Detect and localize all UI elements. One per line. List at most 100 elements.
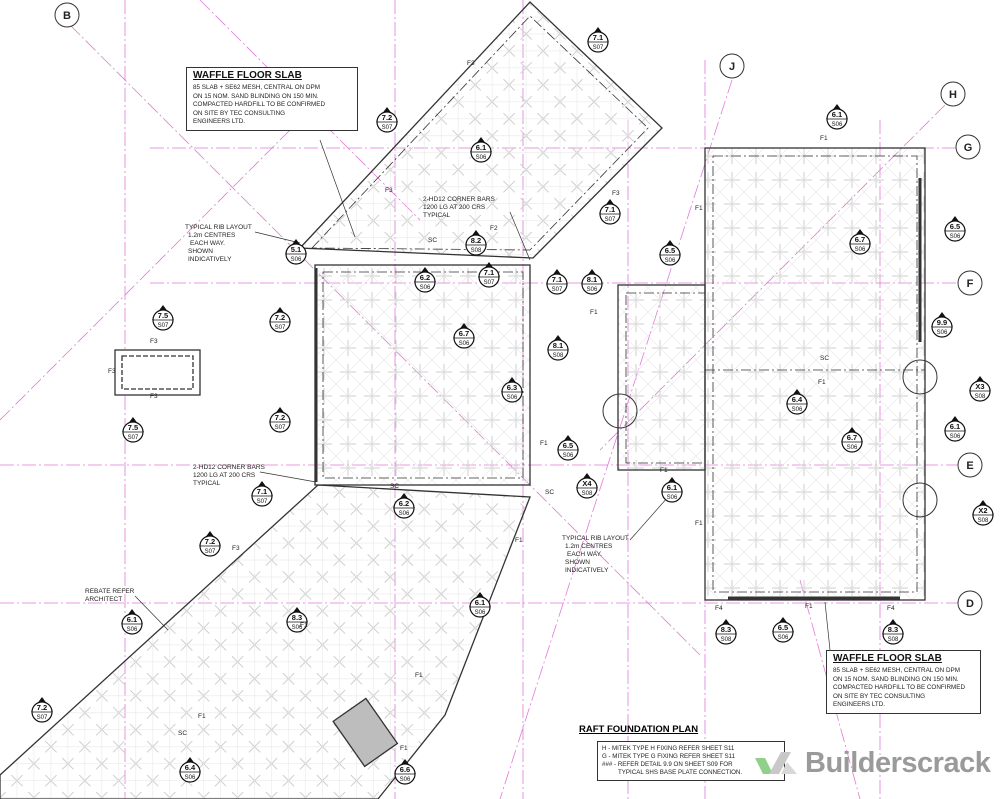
marker-number: 7.2	[275, 313, 285, 322]
corner-bars-note: 2-HD12 CORNER BARS 1200 LG AT 200 CRS TY…	[423, 196, 495, 220]
builderscrack-watermark: Builderscrack	[755, 747, 991, 780]
note-line: 85 SLAB + SE62 MESH, CENTRAL ON DPM	[833, 667, 960, 675]
footing-label: SC	[178, 730, 187, 737]
marker-number: X2	[978, 506, 987, 515]
marker-sheet: S06	[778, 635, 789, 641]
link-slab	[617, 284, 706, 471]
drawing-title: RAFT FOUNDATION PLAN	[579, 724, 699, 735]
footing-label: F4	[887, 605, 895, 612]
note-line: ON 15 NOM. SAND BLINDING ON 150 MIN.	[833, 675, 959, 683]
marker-sheet: S08	[978, 518, 989, 524]
marker-sheet: S06	[291, 257, 302, 263]
pad-footing	[114, 349, 201, 396]
brand-name: Builderscrack	[805, 747, 991, 779]
marker-sheet: S06	[507, 395, 518, 401]
grid-label: E	[966, 460, 973, 472]
note-line: TYPICAL RIB LAYOUT	[562, 535, 629, 542]
marker-number: 6.7	[847, 433, 857, 442]
marker-sheet: S07	[484, 280, 495, 286]
note-line: ON 15 NOM. SAND BLINDING ON 150 MIN.	[193, 92, 319, 100]
fixing-legend: H - MITEK TYPE H FIXING REFER SHEET S11 …	[597, 741, 785, 781]
lower-wing-slab	[0, 484, 531, 799]
grid-label: H	[949, 89, 957, 101]
east-slab	[704, 147, 926, 601]
grid-bubble-D: D	[957, 590, 983, 616]
grid-label: F	[967, 278, 974, 290]
waffle-slab-note-bottom: WAFFLE FLOOR SLAB 85 SLAB + SE62 MESH, C…	[826, 650, 981, 715]
footing-label: F1	[540, 440, 548, 447]
note-line: SHOWN	[565, 559, 590, 566]
marker-number: 8.1	[587, 275, 597, 284]
central-slab	[314, 264, 531, 486]
marker-number: 6.1	[832, 110, 842, 119]
marker-number: 6.7	[459, 329, 469, 338]
marker-sheet: S07	[257, 499, 268, 505]
note-line: ON SITE BY TEC CONSULTING	[833, 692, 926, 700]
marker-sheet: S06	[459, 341, 470, 347]
grid-bubble-J: J	[719, 53, 745, 79]
note-line: ARCHITECT	[85, 596, 123, 603]
marker-number: 7.5	[158, 311, 168, 320]
marker-sheet: S08	[471, 248, 482, 254]
corner-bars-note: 2-HD12 CORNER BARS 1200 LG AT 200 CRS TY…	[193, 464, 265, 488]
marker-sheet: S06	[667, 495, 678, 501]
footing-label: F3	[385, 187, 393, 194]
marker-sheet: S06	[587, 287, 598, 293]
grid-bubble-F: F	[957, 270, 983, 296]
marker-sheet: S07	[128, 435, 139, 441]
marker-sheet: S06	[937, 330, 948, 336]
marker-sheet: S06	[792, 407, 803, 413]
marker-sheet: S06	[185, 775, 196, 781]
note-line: REBATE REFER	[85, 588, 135, 595]
marker-sheet: S06	[476, 155, 487, 161]
marker-number: 7.2	[275, 413, 285, 422]
marker-sheet: S06	[127, 627, 138, 633]
note-line: TYPICAL	[423, 212, 451, 219]
footing-label: F1	[198, 713, 206, 720]
marker-number: 6.1	[475, 598, 485, 607]
